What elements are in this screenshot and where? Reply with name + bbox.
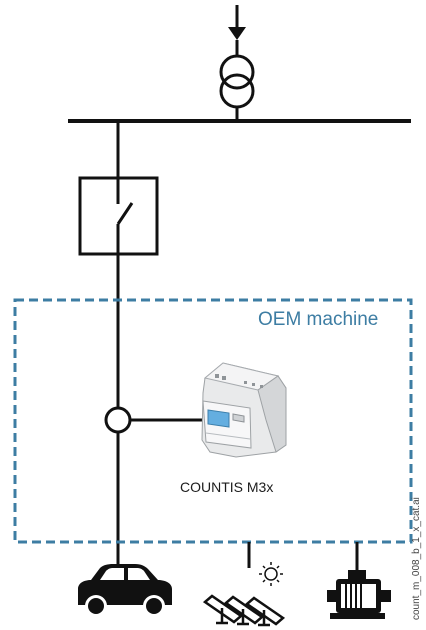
reference-code: count_m_008_b_1_x_cat.ai [411,497,422,620]
meter-icon [201,362,287,458]
transformer-icon [219,40,255,121]
car-icon [78,564,172,617]
switch-icon [78,176,159,256]
motor-icon [327,570,391,619]
oem-machine-boundary [13,298,413,544]
current-sensor-icon [104,406,202,434]
incoming-supply-arrow-icon [228,5,246,40]
sun-icon [259,562,283,586]
oem-machine-label: OEM machine [258,309,379,330]
solar-panels-icon [202,594,286,627]
meter-label: COUNTIS M3x [180,479,274,495]
